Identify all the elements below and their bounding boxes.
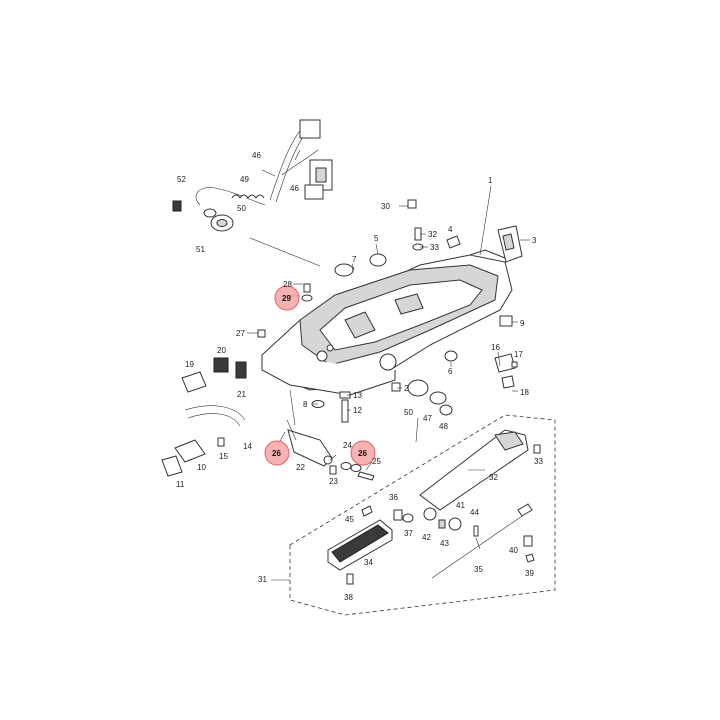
label-27: 27: [236, 329, 245, 338]
label-6: 6: [448, 367, 453, 376]
label-37: 37: [404, 529, 413, 538]
label-28: 28: [283, 280, 292, 289]
label-14: 14: [243, 442, 252, 451]
label-1: 1: [488, 176, 493, 185]
label-42: 42: [422, 533, 431, 542]
cowling-small-parts: [257, 199, 523, 423]
highlight-circle-29: [274, 285, 300, 311]
label-26-left: 26: [272, 449, 281, 458]
label-31: 31: [258, 575, 267, 584]
label-12: 12: [353, 406, 362, 415]
label-51: 51: [196, 245, 205, 254]
label-24: 24: [343, 441, 352, 450]
lever-bracket: [287, 429, 375, 481]
label-32: 32: [428, 230, 437, 239]
label-47: 47: [423, 414, 432, 423]
label-50-lower: 50: [404, 408, 413, 417]
label-32-lower: 32: [489, 473, 498, 482]
label-17: 17: [514, 350, 523, 359]
highlight-circle-26-left: [264, 440, 290, 466]
label-41: 41: [456, 501, 465, 510]
label-23: 23: [329, 477, 338, 486]
label-10: 10: [197, 463, 206, 472]
label-45: 45: [345, 515, 354, 524]
label-3: 3: [532, 236, 537, 245]
label-49: 49: [240, 175, 249, 184]
label-29: 29: [282, 294, 291, 303]
label-15: 15: [219, 452, 228, 461]
label-8: 8: [303, 400, 308, 409]
bottom-cowling: [261, 249, 513, 396]
fuel-connector-parts: [161, 357, 247, 477]
label-34: 34: [364, 558, 373, 567]
label-7: 7: [352, 255, 357, 264]
label-33: 33: [430, 243, 439, 252]
cable-assembly: [172, 119, 333, 232]
label-33-lower: 33: [534, 457, 543, 466]
label-2: 2: [404, 384, 409, 393]
label-25: 25: [372, 457, 381, 466]
label-39: 39: [525, 569, 534, 578]
label-46-bottom: 46: [290, 184, 299, 193]
label-38: 38: [344, 593, 353, 602]
label-21: 21: [237, 390, 246, 399]
label-35: 35: [474, 565, 483, 574]
label-50-top: 50: [237, 204, 246, 213]
label-5: 5: [374, 234, 379, 243]
label-22: 22: [296, 463, 305, 472]
label-11: 11: [176, 480, 185, 489]
label-20: 20: [217, 346, 226, 355]
label-46-top: 46: [252, 151, 261, 160]
label-40: 40: [509, 546, 518, 555]
label-30: 30: [381, 202, 390, 211]
label-9: 9: [520, 319, 525, 328]
label-36: 36: [389, 493, 398, 502]
part-number-labels: 1 30 32 33 4 3 5 7 28 29 27 9 16 17 18 6…: [176, 151, 543, 602]
label-44: 44: [470, 508, 479, 517]
label-18: 18: [520, 388, 529, 397]
label-43: 43: [440, 539, 449, 548]
label-48: 48: [439, 422, 448, 431]
leader-lines: [247, 149, 530, 550]
label-4: 4: [448, 225, 453, 234]
label-52: 52: [177, 175, 186, 184]
label-19: 19: [185, 360, 194, 369]
label-16: 16: [491, 343, 500, 352]
label-13: 13: [353, 391, 362, 400]
label-26-right: 26: [358, 449, 367, 458]
highlight-circle-26-right: [350, 440, 376, 466]
